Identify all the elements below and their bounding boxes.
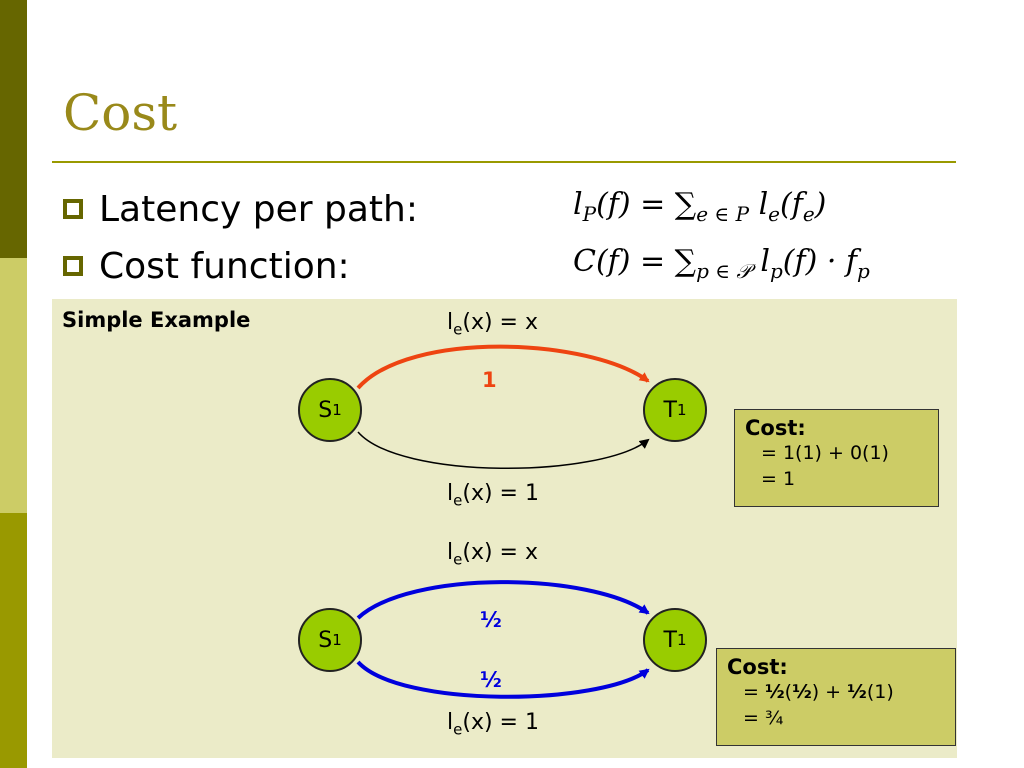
slide-title: Cost <box>63 84 178 142</box>
latency-formula: lP(f) = ∑e ∈ P le(fe) <box>573 187 827 226</box>
title-divider <box>52 161 956 163</box>
edge-top-red <box>356 344 650 390</box>
cost-box: Cost: = 1(1) + 0(1) = 1 <box>734 409 939 507</box>
cost-line: = 1(1) + 0(1) <box>761 442 889 464</box>
edge-latency-label-bottom: le(x) = 1 <box>447 481 539 510</box>
sidebar-stripe-mid <box>0 513 27 768</box>
cost-title: Cost: <box>727 655 788 679</box>
edge-bottom-black <box>357 431 650 470</box>
flow-value-bottom: ½ <box>480 668 502 692</box>
cost-line: = ¾ <box>743 707 784 729</box>
cost-line: = ½(½) + ½(1) <box>743 681 894 703</box>
edge-top-blue <box>356 580 650 620</box>
flow-value-top: ½ <box>480 608 502 632</box>
cost-box: Cost: = ½(½) + ½(1) = ¾ <box>716 648 956 746</box>
edge-bottom-blue <box>356 660 650 699</box>
cost-formula: C(f) = ∑p ∈ 𝒫 lp(f) · fp <box>573 244 870 283</box>
bullet-text: Latency per path: <box>99 188 418 230</box>
example-label: Simple Example <box>62 308 251 332</box>
bullet-latency: Latency per path: <box>63 187 418 231</box>
edge-latency-label-top: le(x) = x <box>447 540 538 569</box>
edge-latency-label-bottom: le(x) = 1 <box>447 710 539 739</box>
sidebar-stripe-light <box>0 258 27 513</box>
bullet-cost-function: Cost function: <box>63 244 350 288</box>
flow-value: 1 <box>482 368 497 392</box>
sidebar-stripe-dark <box>0 0 27 258</box>
square-bullet-icon <box>63 199 83 219</box>
bullet-text: Cost function: <box>99 245 350 287</box>
cost-title: Cost: <box>745 416 806 440</box>
cost-line: = 1 <box>761 468 796 490</box>
square-bullet-icon <box>63 256 83 276</box>
edge-latency-label-top: le(x) = x <box>447 310 538 339</box>
